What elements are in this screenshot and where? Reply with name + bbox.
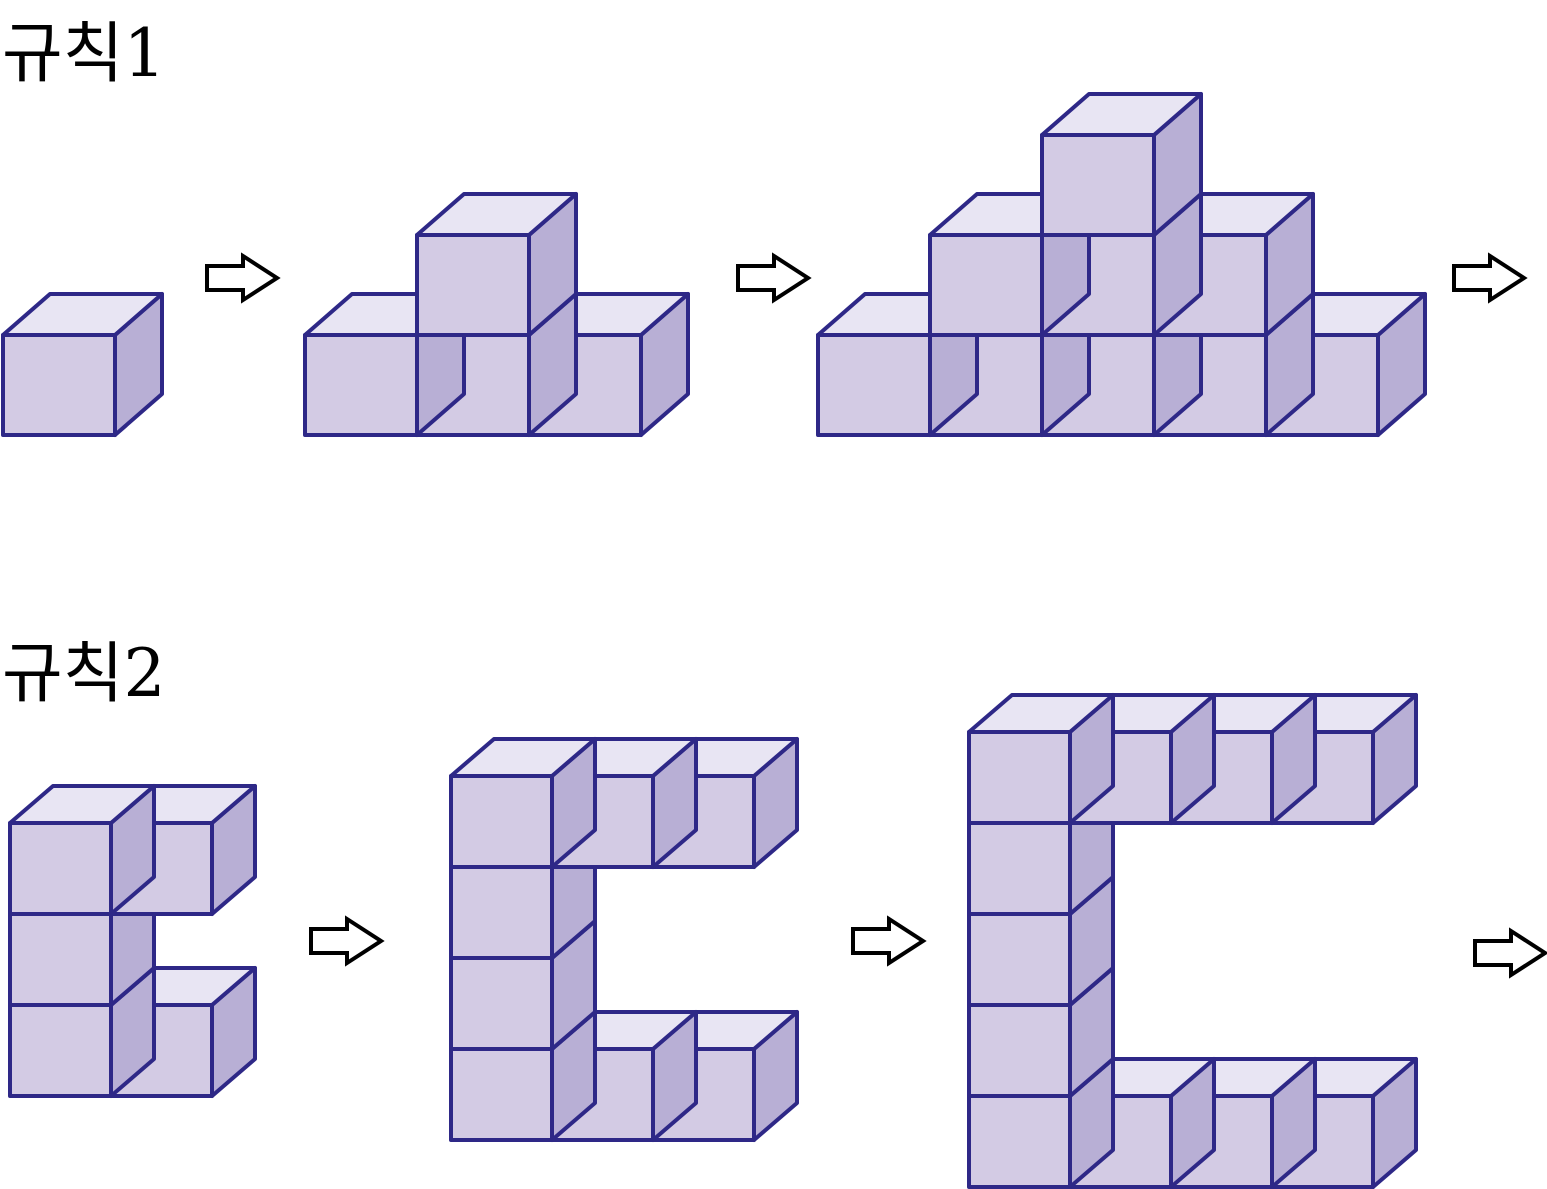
right-arrow-icon — [736, 252, 812, 304]
right-arrow-icon — [1473, 927, 1547, 979]
cube — [8, 784, 156, 916]
cube-front-face — [967, 1094, 1072, 1189]
rule-1-stage-3 — [816, 92, 1427, 437]
rule-2-stage-1 — [8, 784, 257, 1098]
right-arrow-icon — [205, 252, 281, 304]
cube — [1040, 92, 1203, 237]
cube — [1, 292, 164, 437]
cube-front-face — [928, 233, 1044, 337]
cube — [415, 192, 578, 337]
rule-1-label: 규칙1 — [2, 15, 165, 92]
cube-front-face — [967, 912, 1072, 1007]
cube-front-face — [8, 1003, 113, 1098]
cube-front-face — [967, 1003, 1072, 1098]
rule-1-sequence — [1, 92, 1528, 437]
cube-front-face — [449, 774, 554, 869]
cube-front-face — [967, 730, 1072, 825]
rule-2-stage-2 — [449, 737, 799, 1142]
rule-2-stage-3 — [967, 693, 1418, 1189]
cube-front-face — [816, 333, 932, 437]
cube-front-face — [1040, 133, 1156, 237]
right-arrow-icon — [309, 915, 385, 967]
cube-front-face — [1, 333, 117, 437]
cube-front-face — [8, 912, 113, 1007]
cube-front-face — [415, 233, 531, 337]
rule-2-sequence — [8, 693, 1547, 1189]
right-arrow-icon — [851, 915, 927, 967]
rule-2-label: 규칙2 — [2, 635, 165, 712]
rule-1-stage-2 — [303, 192, 690, 437]
cube — [967, 693, 1115, 825]
rule-1-stage-1 — [1, 292, 164, 437]
cube-front-face — [967, 821, 1072, 916]
cube-front-face — [449, 956, 554, 1051]
cube-front-face — [449, 1047, 554, 1142]
cube — [449, 737, 597, 869]
cube-front-face — [8, 821, 113, 916]
right-arrow-icon — [1452, 252, 1528, 304]
cube-front-face — [303, 333, 419, 437]
cube-front-face — [449, 865, 554, 960]
